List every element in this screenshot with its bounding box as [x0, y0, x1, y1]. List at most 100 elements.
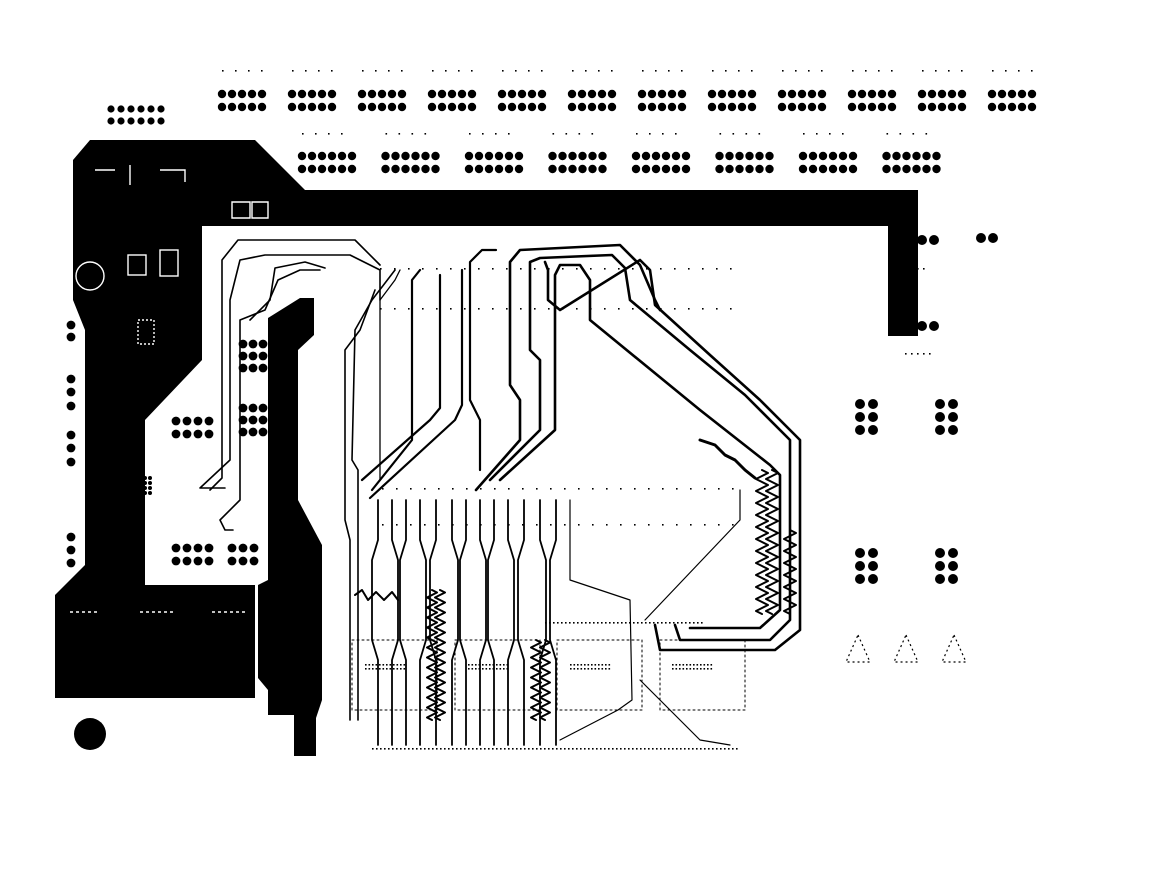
ic-footprint: [454, 639, 541, 711]
header-pad: [327, 102, 337, 112]
header-pad: [1017, 102, 1027, 112]
via: [269, 592, 271, 594]
pad: [157, 105, 165, 113]
silk-dot: [458, 70, 460, 72]
header-pad: [527, 102, 537, 112]
via: [440, 748, 442, 750]
via: [297, 585, 299, 587]
header-pad: [357, 102, 367, 112]
silk-dot: [961, 70, 963, 72]
pad: [935, 574, 945, 584]
ic-pad: [591, 668, 593, 670]
via: [534, 268, 536, 270]
via: [690, 488, 692, 490]
header-pad: [387, 102, 397, 112]
header-pad: [647, 89, 657, 99]
header-pad: [828, 164, 838, 174]
silk-dot: [751, 70, 753, 72]
via: [720, 748, 722, 750]
via: [613, 622, 615, 624]
header-pad: [307, 89, 317, 99]
via: [593, 622, 595, 624]
ic-pad: [580, 664, 583, 666]
pad: [935, 548, 945, 558]
via: [580, 748, 582, 750]
ic-pad: [570, 664, 572, 666]
via: [424, 748, 426, 750]
ic-pad: [707, 668, 709, 670]
pad: [147, 337, 153, 343]
via: [621, 622, 623, 624]
via: [673, 622, 675, 624]
header-pad: [807, 102, 817, 112]
ic-pad: [587, 664, 590, 666]
header-pad: [747, 89, 757, 99]
ic-footprint: [556, 639, 643, 711]
header-pad: [661, 164, 671, 174]
silk-dot: [842, 133, 844, 135]
header-pad: [957, 102, 967, 112]
ic-pad: [675, 668, 678, 670]
trace: [488, 253, 792, 642]
header-pad: [437, 102, 447, 112]
trace: [209, 239, 381, 491]
via: [265, 592, 267, 594]
header-pad: [755, 164, 764, 174]
header-pad: [588, 164, 597, 174]
pad: [105, 327, 111, 333]
pad: [138, 476, 142, 480]
header-pad: [548, 151, 557, 161]
pad: [182, 429, 192, 439]
pad: [935, 399, 945, 409]
via: [577, 622, 579, 624]
silk-dot: [922, 70, 924, 72]
silk-dot: [578, 133, 581, 135]
serpentine-trace: [698, 438, 757, 480]
ic-pad: [389, 664, 392, 666]
ic-pad: [386, 668, 388, 670]
silk-dot: [565, 133, 568, 135]
via: [606, 524, 608, 526]
ic-pad: [710, 664, 713, 666]
via: [612, 748, 614, 750]
pad: [917, 321, 927, 331]
header-pad: [337, 164, 347, 174]
ic-pad: [696, 664, 699, 666]
header-pad: [307, 102, 317, 112]
header-pad: [598, 151, 607, 161]
header-pad: [847, 102, 857, 112]
via: [606, 488, 608, 490]
fanout-trace: [479, 499, 487, 746]
pad: [143, 486, 147, 490]
pad: [248, 403, 258, 413]
header-pad: [657, 89, 667, 99]
header-pad: [317, 151, 327, 161]
header-pad: [677, 89, 687, 99]
header-pad: [1007, 102, 1017, 112]
pad: [171, 429, 181, 439]
pad: [855, 548, 865, 558]
via: [689, 622, 691, 624]
ic-pad: [372, 664, 374, 666]
header-pad: [765, 151, 774, 161]
silk-dot: [795, 70, 797, 72]
via: [568, 748, 570, 750]
header-pad: [257, 89, 267, 99]
via: [273, 599, 275, 601]
via: [662, 488, 664, 490]
top-bus-pour: [55, 140, 918, 698]
via: [428, 748, 430, 750]
pad: [138, 486, 142, 490]
pad: [127, 117, 135, 125]
pad: [948, 574, 958, 584]
via: [289, 599, 291, 601]
header-pad: [765, 164, 774, 174]
via: [273, 592, 275, 594]
header-pad: [217, 102, 227, 112]
ic-pad: [468, 664, 470, 666]
via: [506, 268, 508, 270]
via: [520, 308, 522, 310]
pad: [182, 543, 192, 553]
ic-pad: [400, 664, 402, 666]
ic-pad: [368, 664, 371, 666]
